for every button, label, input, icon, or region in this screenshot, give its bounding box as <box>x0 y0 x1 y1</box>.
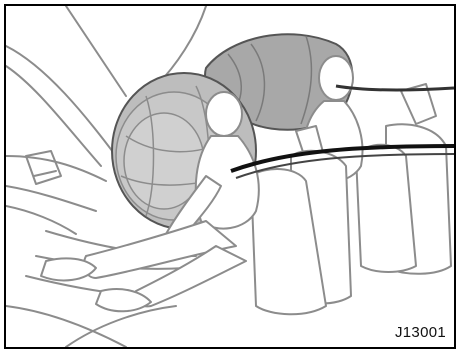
door-line <box>336 86 454 90</box>
figure-frame: J13001 <box>4 4 456 349</box>
airbag-deployment-illustration <box>6 6 454 347</box>
figure-code: J13001 <box>395 324 446 341</box>
passenger-seat <box>356 84 451 274</box>
